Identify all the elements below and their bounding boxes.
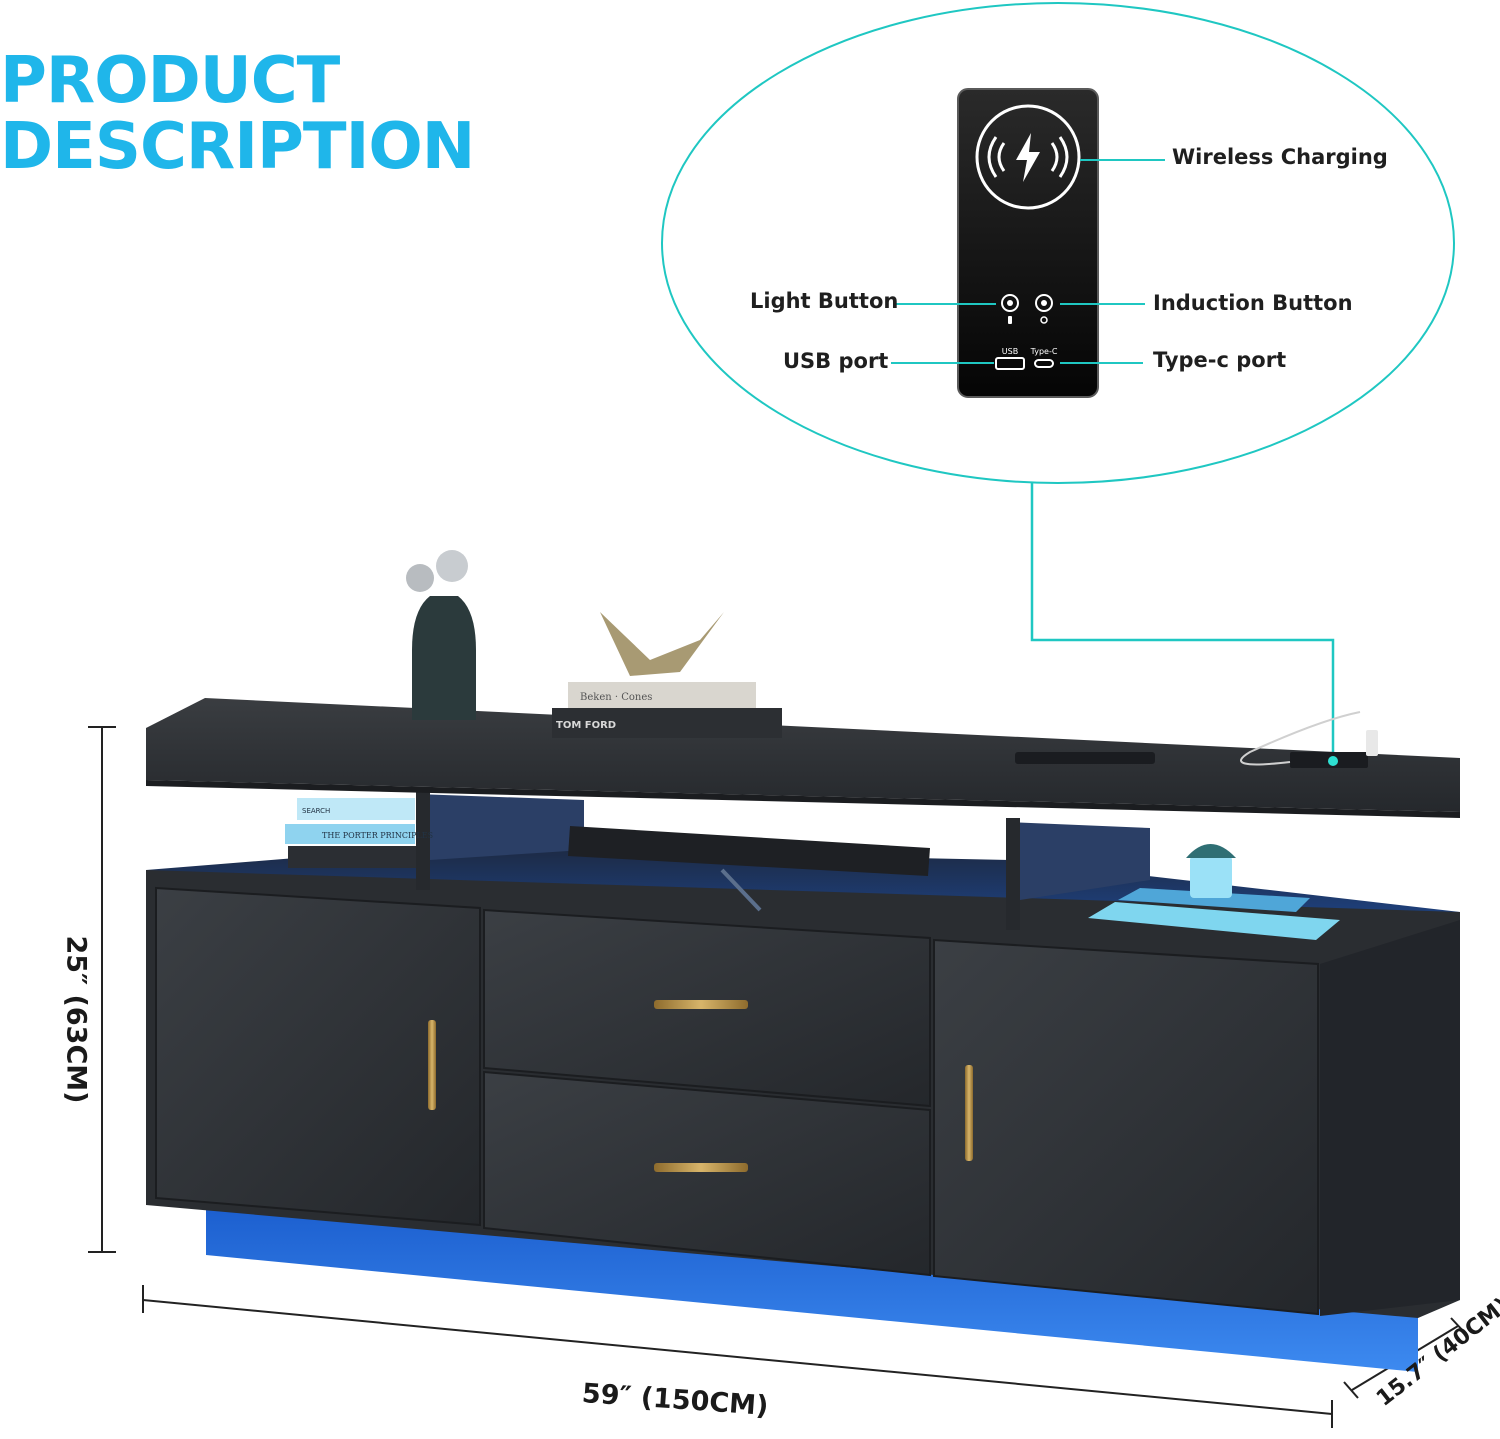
right-door bbox=[933, 938, 1319, 1316]
callout-ellipse bbox=[661, 2, 1455, 484]
page-title: PRODUCT DESCRIPTION bbox=[0, 44, 475, 184]
shelf-support-left bbox=[416, 794, 584, 888]
phone-decor bbox=[1015, 752, 1155, 764]
book1-title: Beken · Cones bbox=[580, 692, 652, 703]
usb-port-label: USB bbox=[1002, 347, 1018, 356]
usb-port-label-text: USB port bbox=[783, 349, 889, 373]
control-panel: USB Type-C bbox=[957, 88, 1099, 398]
callout-connector-line bbox=[1030, 483, 1335, 758]
induction-button-label: Induction Button bbox=[1153, 291, 1353, 315]
led-base bbox=[206, 1208, 1418, 1372]
height-dimension-label: 25″ (63CM) bbox=[60, 935, 92, 1104]
books-decor: Beken · Cones TOM FORD bbox=[552, 612, 782, 738]
top-drawer-handle bbox=[654, 1000, 748, 1009]
typec-port-label: Type-C bbox=[1030, 347, 1058, 356]
left-door-handle bbox=[428, 1020, 436, 1110]
left-door bbox=[155, 886, 481, 1227]
typec-port-icon bbox=[1034, 359, 1054, 368]
right-shelf-decor bbox=[1088, 844, 1340, 940]
wireless-charging-label: Wireless Charging bbox=[1172, 145, 1388, 169]
bottom-drawer-handle bbox=[654, 1163, 748, 1172]
height-dimension-line bbox=[88, 726, 116, 1253]
soundbar bbox=[568, 826, 930, 876]
usb-port-icon bbox=[995, 357, 1025, 370]
book4-title: SEARCH bbox=[302, 807, 330, 815]
cabinet-side bbox=[1320, 920, 1460, 1316]
book2-title: TOM FORD bbox=[556, 720, 616, 731]
vase-decor bbox=[406, 550, 476, 720]
typec-port-label-text: Type-c port bbox=[1153, 348, 1287, 372]
tv-stand: Beken · Cones TOM FORD SEARCH THE PORTER… bbox=[146, 550, 1460, 1372]
book3-title: THE PORTER PRINCIPLES bbox=[322, 831, 433, 840]
width-dimension-line bbox=[142, 1285, 1333, 1428]
right-door-handle bbox=[965, 1065, 973, 1161]
wireless-charging-icon bbox=[975, 104, 1081, 210]
top-shelf bbox=[146, 698, 1460, 812]
page-title-line1: PRODUCT bbox=[0, 44, 340, 118]
shelf-support-right bbox=[1006, 822, 1150, 930]
light-button-icon bbox=[1001, 294, 1019, 324]
page-title-line2: DESCRIPTION bbox=[0, 110, 475, 184]
bottom-drawer bbox=[483, 1070, 931, 1277]
light-button-label: Light Button bbox=[750, 289, 899, 313]
left-shelf-books: SEARCH THE PORTER PRINCIPLES bbox=[285, 798, 433, 868]
induction-button-icon bbox=[1035, 294, 1053, 324]
